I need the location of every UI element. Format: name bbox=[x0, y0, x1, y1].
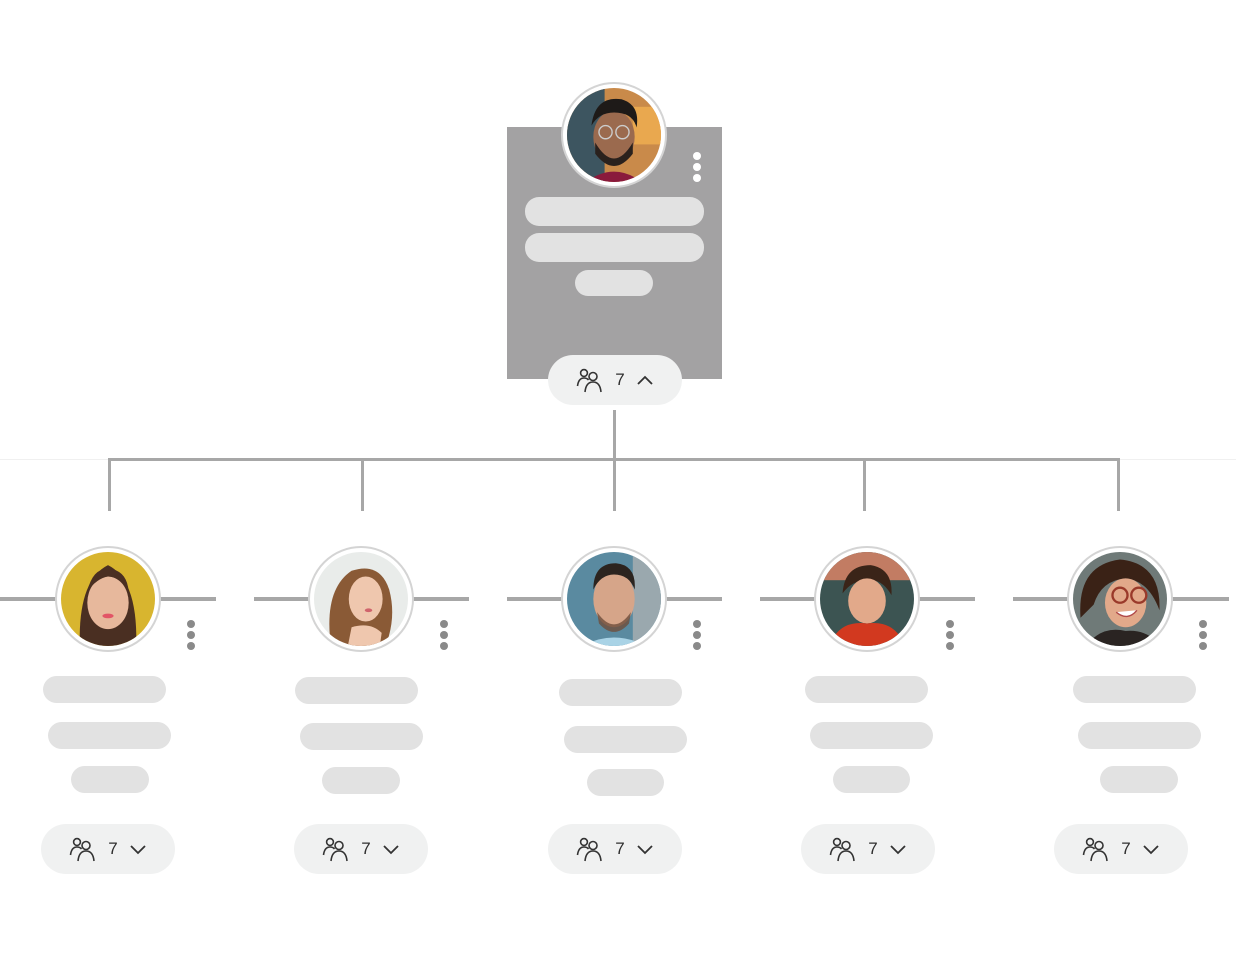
skeleton-meta bbox=[833, 766, 910, 793]
chevron-up-icon bbox=[637, 375, 653, 385]
reports-toggle-button[interactable]: 7 bbox=[548, 355, 682, 405]
reports-count: 7 bbox=[868, 839, 878, 858]
reports-count: 7 bbox=[1121, 839, 1131, 858]
reports-toggle-button[interactable]: 7 bbox=[548, 824, 682, 874]
connector-child-4 bbox=[863, 458, 866, 511]
kebab-menu-icon[interactable] bbox=[439, 620, 449, 650]
skeleton-name bbox=[43, 676, 166, 703]
kebab-menu-icon[interactable] bbox=[186, 620, 196, 650]
person-woman-wavy-hair-photo bbox=[314, 552, 408, 646]
connector-child-2 bbox=[361, 458, 364, 511]
reports-toggle-button[interactable]: 7 bbox=[801, 824, 935, 874]
skeleton-name bbox=[805, 676, 928, 703]
reports-count: 7 bbox=[615, 370, 625, 389]
person-bearded-glasses-photo bbox=[567, 88, 661, 182]
kebab-menu-icon[interactable] bbox=[692, 620, 702, 650]
reports-toggle-button[interactable]: 7 bbox=[1054, 824, 1188, 874]
skeleton-name bbox=[525, 197, 704, 226]
reports-toggle-button[interactable]: 7 bbox=[294, 824, 428, 874]
skeleton-title bbox=[525, 233, 704, 262]
reports-count: 7 bbox=[108, 839, 118, 858]
skeleton-name bbox=[295, 677, 418, 704]
person-woman-yellow-bg-photo bbox=[61, 552, 155, 646]
people-icon bbox=[829, 837, 855, 862]
kebab-menu-icon[interactable] bbox=[692, 152, 702, 182]
skeleton-meta bbox=[322, 767, 400, 794]
avatar[interactable] bbox=[308, 546, 414, 652]
skeleton-meta bbox=[1100, 766, 1178, 793]
chevron-down-icon bbox=[637, 845, 653, 855]
avatar[interactable] bbox=[55, 546, 161, 652]
skeleton-title bbox=[48, 722, 171, 749]
person-man-stubble-photo bbox=[567, 552, 661, 646]
skeleton-name bbox=[559, 679, 682, 706]
skeleton-title bbox=[1078, 722, 1201, 749]
people-icon bbox=[322, 837, 348, 862]
kebab-menu-icon[interactable] bbox=[945, 620, 955, 650]
people-icon bbox=[576, 368, 602, 393]
chevron-down-icon bbox=[1143, 845, 1159, 855]
avatar[interactable] bbox=[814, 546, 920, 652]
people-icon bbox=[576, 837, 602, 862]
chevron-down-icon bbox=[130, 845, 146, 855]
skeleton-title bbox=[810, 722, 933, 749]
chevron-down-icon bbox=[383, 845, 399, 855]
reports-toggle-button[interactable]: 7 bbox=[41, 824, 175, 874]
skeleton-title bbox=[300, 723, 423, 750]
people-icon bbox=[1082, 837, 1108, 862]
avatar[interactable] bbox=[561, 82, 667, 188]
reports-count: 7 bbox=[615, 839, 625, 858]
people-icon bbox=[69, 837, 95, 862]
connector-root-down bbox=[613, 410, 616, 460]
chevron-down-icon bbox=[890, 845, 906, 855]
kebab-menu-icon[interactable] bbox=[1198, 620, 1208, 650]
skeleton-meta bbox=[587, 769, 664, 796]
avatar[interactable] bbox=[561, 546, 667, 652]
person-woman-red-top-photo bbox=[820, 552, 914, 646]
connector-child-3 bbox=[613, 458, 616, 511]
person-woman-curly-glasses-photo bbox=[1073, 552, 1167, 646]
skeleton-title bbox=[564, 726, 687, 753]
skeleton-name bbox=[1073, 676, 1196, 703]
skeleton-meta bbox=[71, 766, 149, 793]
avatar[interactable] bbox=[1067, 546, 1173, 652]
skeleton-meta bbox=[575, 270, 653, 296]
connector-child-1 bbox=[108, 458, 111, 511]
connector-child-5 bbox=[1117, 458, 1120, 511]
reports-count: 7 bbox=[361, 839, 371, 858]
